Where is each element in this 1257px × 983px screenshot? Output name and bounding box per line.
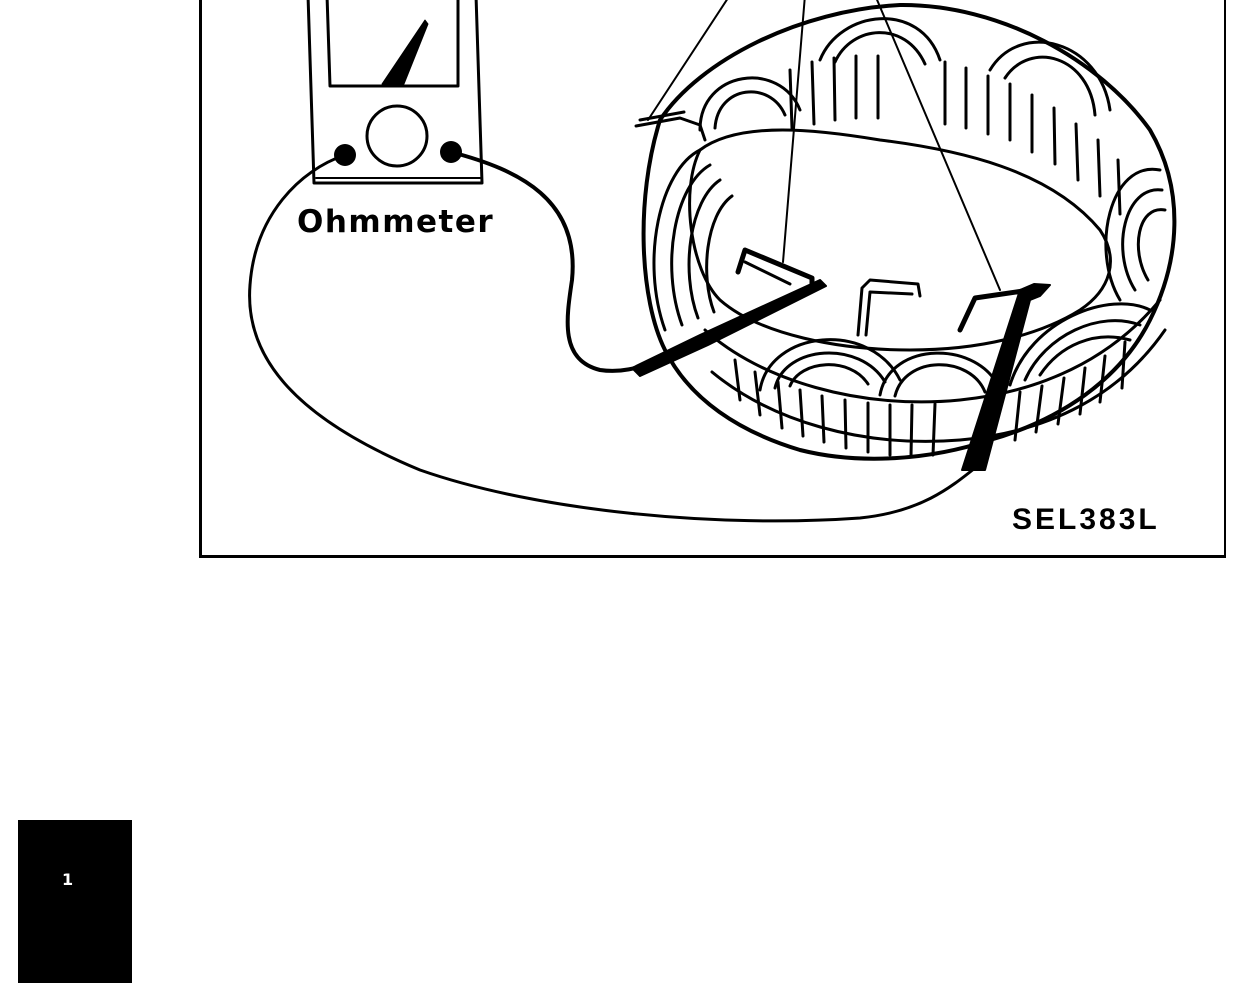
ohmmeter-label: Ohmmeter (297, 204, 495, 240)
stator-icon (634, 0, 1177, 461)
figure-frame (199, 0, 1226, 558)
page-tab-mark: 1 (62, 870, 74, 889)
page-tab: 1 (18, 820, 132, 983)
test-lead-wires (248, 150, 977, 523)
ohmmeter-icon (306, 0, 484, 185)
figure-code: SEL383L (1012, 503, 1160, 536)
probe-lower-icon (957, 283, 1051, 471)
probe-upper-icon (631, 247, 827, 377)
